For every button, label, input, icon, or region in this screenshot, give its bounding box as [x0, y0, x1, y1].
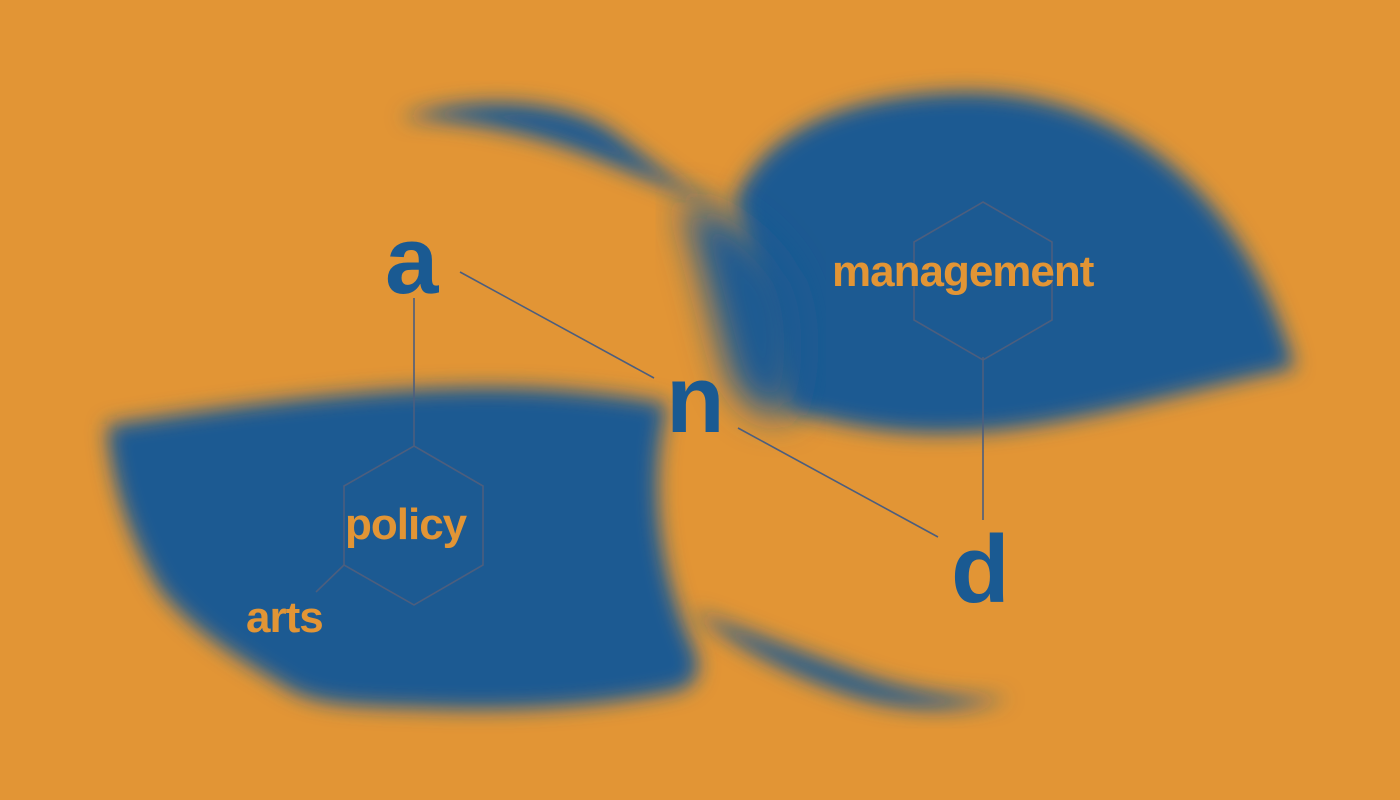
left-blue-shape [107, 387, 699, 710]
center-blur-band [680, 200, 802, 417]
connector-lines [315, 201, 1053, 606]
hexagon-policy [343, 445, 484, 606]
top-crescent-shape [400, 102, 740, 215]
right-blue-shape [735, 91, 1295, 434]
bottom-crescent-shape [690, 610, 1010, 709]
line-n-to-d [737, 427, 939, 538]
word-arts: arts [246, 593, 324, 642]
letter-d: d [951, 516, 1010, 623]
letter-n: n [666, 346, 725, 453]
word-policy: policy [345, 500, 467, 549]
letter-a: a [385, 207, 438, 314]
word-management: management [832, 247, 1094, 296]
hexagon-management [913, 201, 1053, 361]
line-policy-to-arts [315, 564, 345, 593]
line-a-to-n [459, 271, 655, 379]
